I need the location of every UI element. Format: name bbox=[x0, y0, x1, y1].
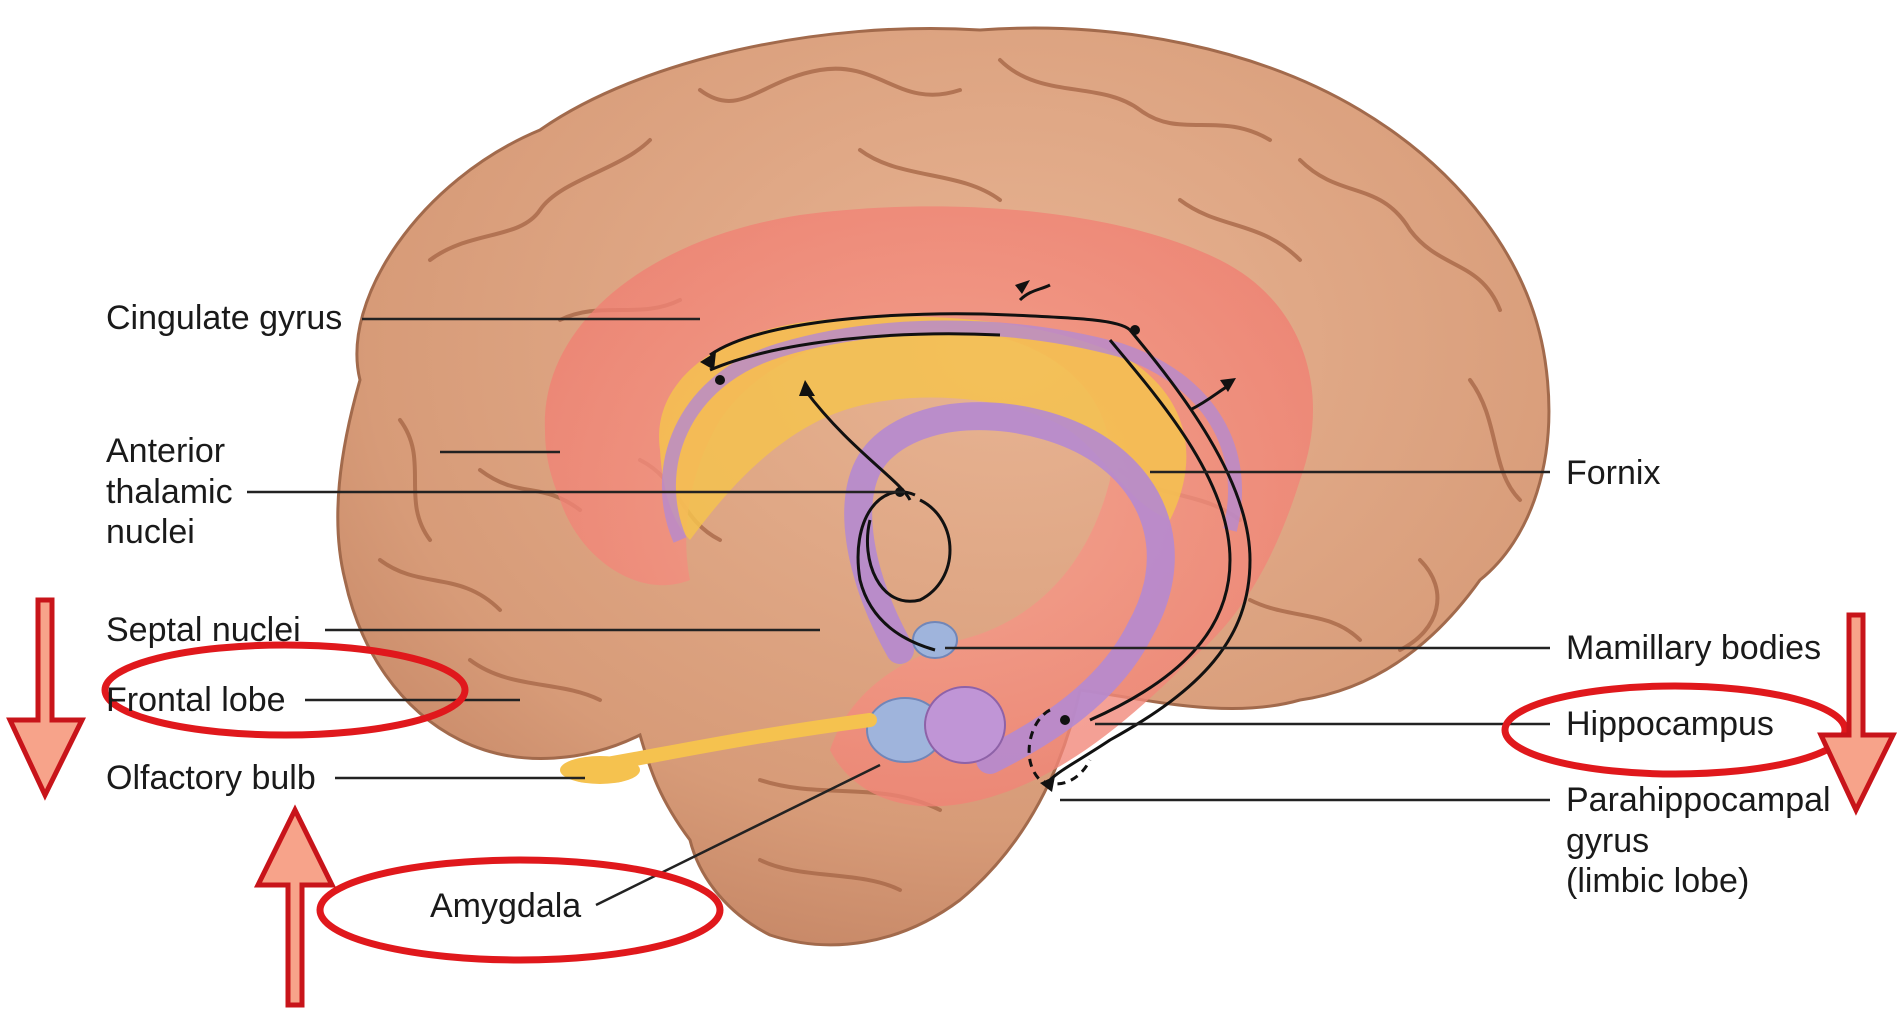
label-parahippocampal-3: (limbic lobe) bbox=[1566, 863, 1749, 900]
label-olfactory-bulb: Olfactory bulb bbox=[106, 760, 316, 797]
label-septal-nuclei: Septal nuclei bbox=[106, 612, 301, 649]
label-anterior-thalamic-1: Anterior bbox=[106, 433, 225, 470]
label-parahippocampal-2: gyrus bbox=[1566, 823, 1649, 860]
olfactory-bulb-shape bbox=[560, 756, 640, 784]
down-arrow-icon bbox=[10, 600, 82, 795]
label-parahippocampal-1: Parahippocampal bbox=[1566, 782, 1831, 819]
label-anterior-thalamic-3: nuclei bbox=[106, 514, 195, 551]
label-fornix: Fornix bbox=[1566, 455, 1660, 492]
label-frontal-lobe: Frontal lobe bbox=[106, 682, 286, 719]
mamillary-body-shape bbox=[913, 622, 957, 658]
label-mamillary-bodies: Mamillary bodies bbox=[1566, 630, 1821, 667]
hippocampus-head bbox=[925, 687, 1005, 763]
label-hippocampus: Hippocampus bbox=[1566, 706, 1774, 743]
label-amygdala: Amygdala bbox=[430, 888, 581, 925]
label-cingulate-gyrus: Cingulate gyrus bbox=[106, 300, 342, 337]
label-anterior-thalamic-2: thalamic bbox=[106, 474, 233, 511]
